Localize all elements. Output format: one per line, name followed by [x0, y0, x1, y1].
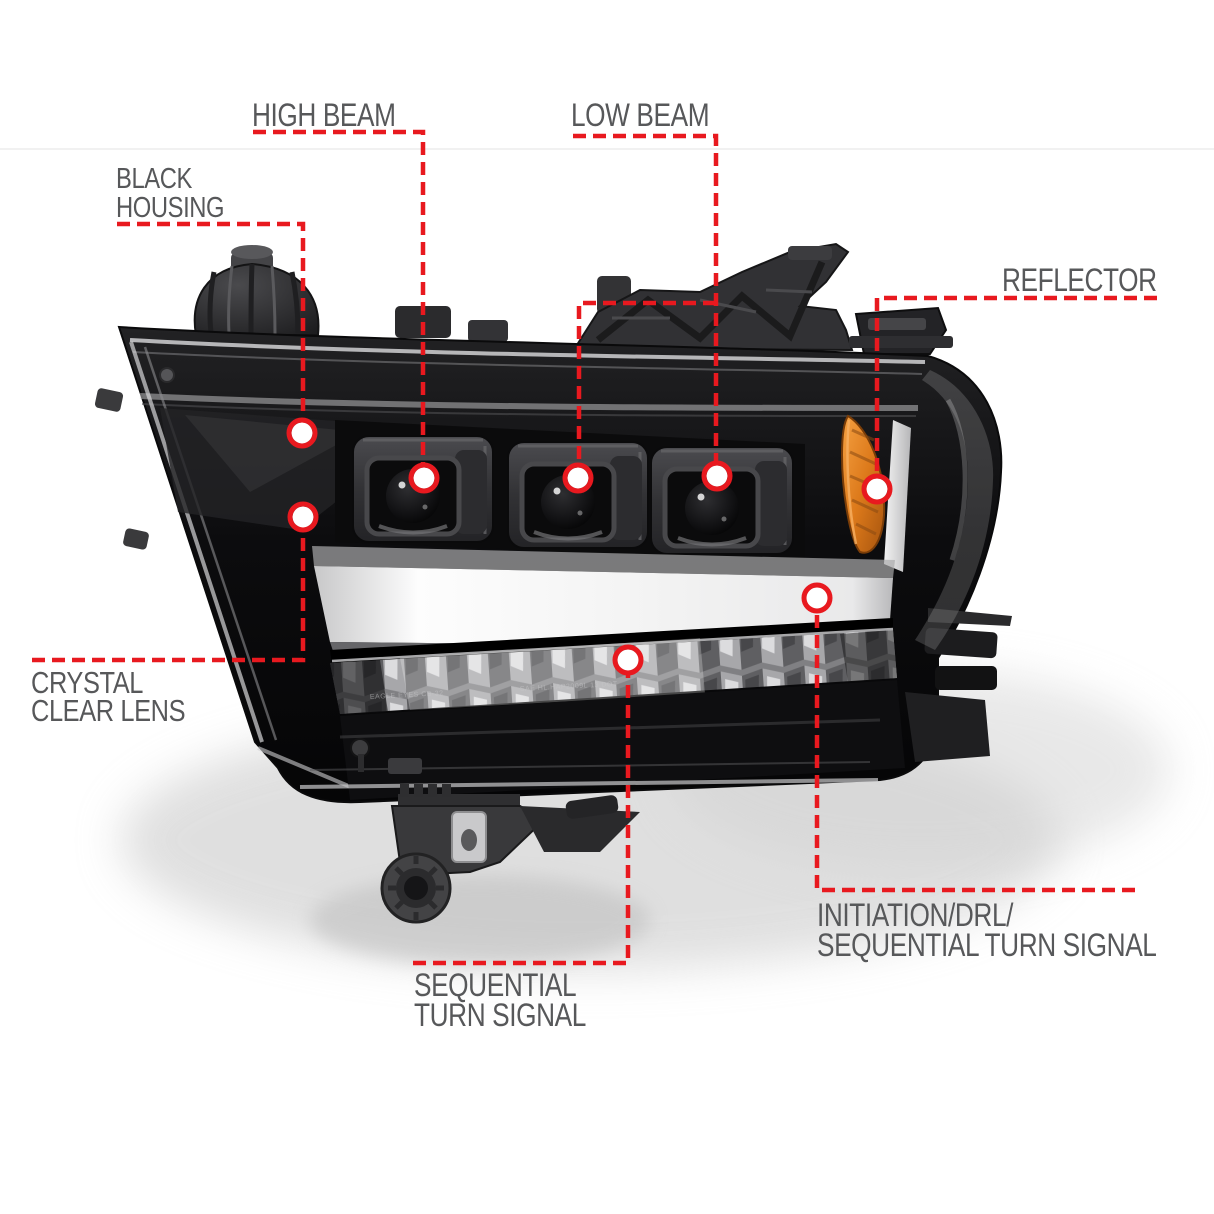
background-seam — [0, 148, 1214, 150]
label-crystal-clear-lens: CRYSTAL CLEAR LENS — [31, 665, 186, 728]
drl-shelf — [312, 546, 895, 578]
top-clip-left2 — [468, 320, 508, 342]
mounting-bracket-bottom — [380, 784, 640, 924]
etched-marking-left: EAGLE EYES CB-32 — [370, 690, 444, 701]
lens-streak — [945, 398, 968, 561]
lattice-bracket — [573, 242, 854, 352]
label-black-housing-line1: BLACK — [116, 163, 192, 195]
label-low-beam-text: LOW BEAM — [571, 97, 710, 133]
marker-high-beam — [408, 462, 440, 494]
connector-reflector — [874, 295, 1157, 489]
connector-crystal-clear-lens — [32, 517, 306, 663]
label-sequential-turn-signal: SEQUENTIAL TURN SIGNAL — [414, 967, 586, 1033]
label-initiation-drl: INITIATION/DRL/ SEQUENTIAL TURN SIGNAL — [817, 897, 1157, 963]
connector-initiation-drl — [814, 598, 1135, 893]
projector-low-beam-outer — [650, 446, 794, 555]
label-sequential-turn-signal-line2: TURN SIGNAL — [414, 997, 586, 1033]
right-bracket — [849, 306, 953, 355]
headlight-photo: EAGLE EYES CB-32 SAE HL.HAP2009L 13 DOT — [94, 242, 1012, 924]
connector-sequential-turn-signal — [413, 660, 631, 966]
side-tab-lower — [123, 528, 149, 550]
label-reflector: REFLECTOR — [1002, 262, 1157, 298]
label-high-beam: HIGH BEAM — [252, 97, 396, 133]
label-reflector-text: REFLECTOR — [1002, 262, 1157, 298]
connector-black-housing — [117, 221, 306, 433]
marker-crystal-clear-lens — [287, 501, 319, 533]
connector-high-beam — [253, 129, 426, 478]
drl-vertical-light-guide — [884, 420, 911, 572]
annotation-markers — [286, 417, 893, 676]
connector-low-beam-outer — [573, 133, 719, 476]
label-initiation-drl-line1: INITIATION/DRL/ — [817, 897, 1014, 933]
label-initiation-drl-line2: SEQUENTIAL TURN SIGNAL — [817, 927, 1157, 963]
connector-low-beam-center — [576, 300, 716, 478]
annotation-lines — [32, 129, 1157, 966]
marker-black-housing — [286, 417, 318, 449]
lower-housing-band — [299, 680, 905, 800]
label-low-beam: LOW BEAM — [571, 97, 710, 133]
dust-cover-cap — [193, 245, 320, 336]
label-black-housing-line2: HOUSING — [116, 192, 225, 224]
marker-reflector — [861, 473, 893, 505]
marker-sequential-turn-signal — [612, 644, 644, 676]
label-sequential-turn-signal-line1: SEQUENTIAL — [414, 967, 577, 1003]
marker-low-beam-center — [562, 462, 594, 494]
marker-initiation-drl — [801, 582, 833, 614]
marker-low-beam-outer — [701, 460, 733, 492]
label-crystal-clear-lens-line2: CLEAR LENS — [31, 693, 186, 728]
right-rear-module — [905, 608, 1012, 762]
side-tab-upper — [94, 388, 124, 412]
label-high-beam-text: HIGH BEAM — [252, 97, 396, 133]
lens-dome-reflection — [915, 370, 994, 650]
label-black-housing: BLACK HOUSING — [116, 163, 225, 224]
label-crystal-clear-lens-line1: CRYSTAL — [31, 665, 144, 700]
